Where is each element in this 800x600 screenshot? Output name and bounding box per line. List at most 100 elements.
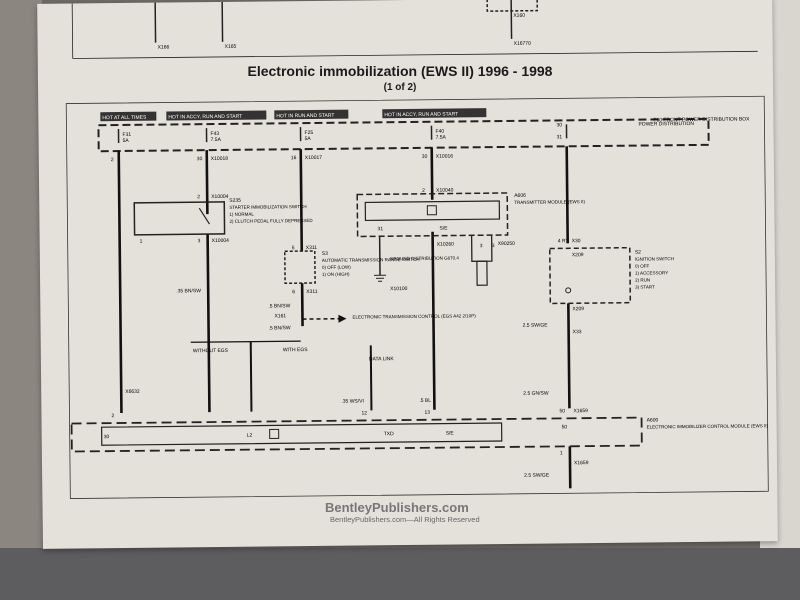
pin-number: 4 RT (558, 238, 569, 244)
a600-pin: TXD (384, 431, 394, 437)
pin-number: 6 (292, 289, 295, 295)
connector-label: X10004 (211, 194, 229, 200)
fuse-f40-amps: 7.5A (436, 135, 447, 141)
ground-icon (374, 274, 387, 282)
connector-label: X1659 (573, 408, 588, 414)
wire-label: 2.5 SW/GE (523, 323, 549, 329)
pin-number: 2 (111, 157, 114, 163)
bus-hot-run: HOT IN RUN AND START (276, 113, 334, 120)
connector-label: X6632 (125, 389, 140, 395)
bus-hot-accy: HOT IN ACCY, RUN AND START (168, 114, 242, 121)
pin-number: 1 (560, 450, 563, 456)
pin-number: 5 (292, 245, 295, 251)
fuse-box-name: F60 FRONT POWER DISTRIBUTION BOX (653, 116, 750, 123)
egs-branch (190, 340, 301, 343)
without-egs-label: WITHOUT EGS (193, 348, 229, 354)
s235-switch (133, 201, 226, 236)
wire-label: .5 BN/SW (269, 325, 291, 331)
wire-label: .5 BL (419, 398, 431, 404)
page-subtitle: (1 of 2) (383, 82, 417, 93)
pin-number: 12 (361, 410, 367, 416)
pin-number: 50 (559, 408, 565, 414)
connector-label: X10260 (437, 242, 455, 248)
connector-label: X10018 (211, 156, 229, 162)
switch-contact-icon (565, 287, 572, 294)
connector-label: X311 (306, 245, 318, 251)
pin-number: 2 (111, 413, 114, 419)
connector-label: X33 (573, 329, 582, 335)
connector-label: X10017 (305, 155, 323, 161)
pin-number: 30 (422, 154, 428, 160)
page-title: Electronic immobilization (EWS II) 1996 … (247, 63, 553, 79)
bus-labels (100, 108, 487, 122)
a600-pin: 50 (562, 424, 568, 430)
s2-pos0: 0) OFF (635, 263, 650, 268)
a600-pin: L2 (247, 433, 253, 439)
s2-label: S2 (635, 250, 641, 256)
a606-pin: 3 (480, 243, 483, 249)
s235-name: STARTER IMMOBILIZATION SWITCH (229, 204, 306, 210)
s2-pos1: 1) ACCESSORY (635, 270, 668, 275)
pin-number: 1 (140, 239, 143, 245)
a606-pin: 3 (492, 243, 495, 249)
switch-contact-icon (198, 207, 210, 225)
a606-module (356, 192, 509, 238)
fuses (117, 124, 568, 144)
module-icon (269, 428, 280, 439)
wire-label: .35 BN/SW (176, 288, 201, 294)
strip-label: X160 (513, 13, 525, 19)
pin-number: 30 (197, 156, 203, 162)
fuse-f31-amps: 5A (123, 138, 130, 144)
book-cover-edge (0, 0, 42, 600)
s3-name: AUTOMATIC TRANSMISSION RANGE SWITCH (322, 257, 420, 263)
connector-label: X161 (274, 313, 286, 319)
connector-label: X10100 (390, 286, 408, 292)
s3-switch (284, 250, 316, 285)
wiring-diagram: X166 X165 X160 X16770 HOT AT ALL TIMES H… (65, 0, 769, 499)
wire-label: 2.5 GN/SW (523, 391, 549, 397)
publisher-logo: BentleyPublishers.com (325, 500, 469, 515)
fuse-f40: F40 (435, 129, 444, 135)
connector-label: X10040 (436, 188, 454, 194)
strip-label: X166 (158, 44, 170, 50)
a606-inner (364, 200, 501, 222)
a600-module (70, 416, 643, 453)
a606-pin: 31 (378, 226, 384, 232)
manual-page: X166 X165 X160 X16770 HOT AT ALL TIMES H… (37, 0, 778, 549)
bus-hot-accy-2: HOT IN ACCY, RUN AND START (384, 111, 458, 118)
connector-label: X10004 (212, 238, 230, 244)
fuse-f43: F43 (211, 131, 220, 137)
connector-label: X10016 (436, 154, 454, 160)
a606-label: A606 (514, 193, 526, 199)
connector-label: X30 (572, 238, 581, 244)
arrow-icon (338, 314, 347, 323)
a606-pin: S/E (440, 226, 449, 232)
previous-diagram-strip (71, 0, 758, 59)
egs-label: ELECTRONIC TRANSMISSION CONTROL (EGS A42… (352, 313, 476, 319)
strip-label: X16770 (514, 41, 532, 47)
a606-name: TRANSMITTER MODULE (EWS II) (514, 199, 585, 205)
diagram-frame (65, 95, 769, 499)
connector-label: X209 (572, 306, 584, 312)
s2-pos2: 2) RUN (635, 277, 650, 282)
fuse-box-outline (97, 117, 710, 153)
pin-number: 2 (197, 194, 200, 200)
connector-label: X1659 (574, 460, 589, 466)
connector-label: X209 (572, 252, 584, 258)
pin-number: 2 (422, 188, 425, 194)
wire-label: 2.5 SW/GE (524, 473, 550, 479)
floor-background (0, 548, 800, 600)
a600-label: A600 (647, 417, 659, 423)
fuse-f43-amps: 7.5A (211, 137, 222, 143)
power-dist-label: POWER DISTRIBUTION (638, 121, 694, 128)
connector-label: X90250 (498, 241, 516, 247)
fuse-f25: F25 (305, 130, 314, 136)
bus-hot-always: HOT AT ALL TIMES (102, 115, 147, 121)
strip-label: X165 (225, 44, 237, 50)
pin-number: 16 (291, 155, 297, 161)
a600-inner (100, 422, 503, 446)
s3-label: S3 (322, 251, 328, 257)
a600-pin: 30 (104, 434, 110, 440)
fuse-f25-amps: 5A (305, 136, 312, 142)
wire-label: .35 WS/VI (341, 398, 364, 404)
